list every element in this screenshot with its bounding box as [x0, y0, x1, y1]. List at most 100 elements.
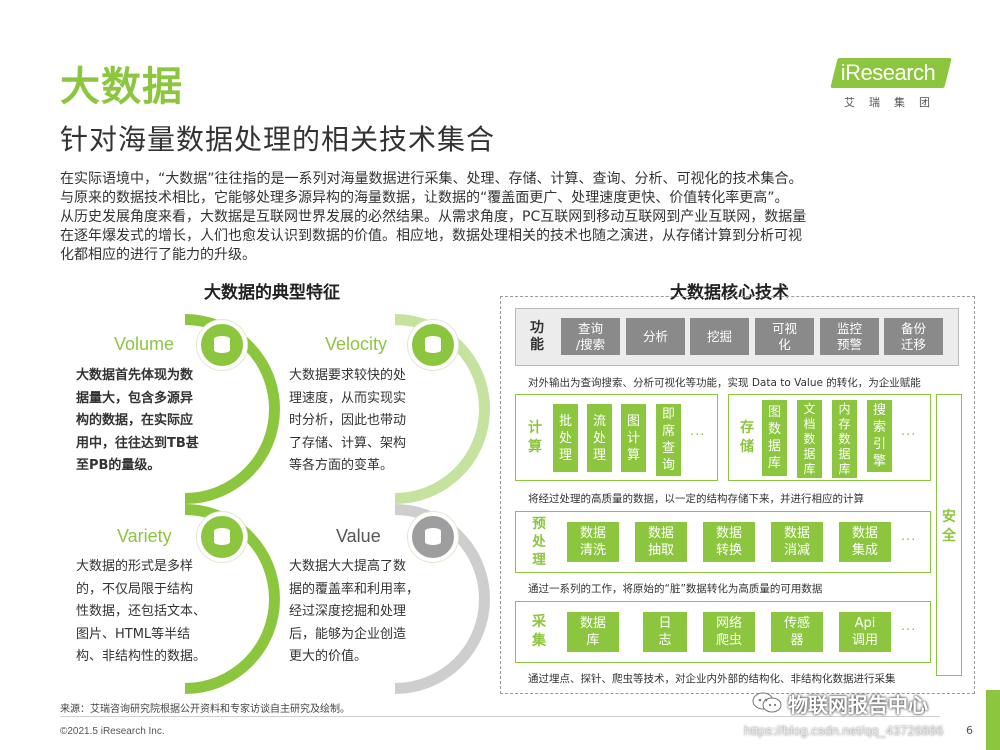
iresearch-logo: iResearch 艾瑞集团: [826, 58, 952, 114]
chat-bubble-icon: [752, 692, 782, 714]
safety-layer: [936, 394, 962, 676]
desc-line: 后，能够为企业创造: [289, 626, 407, 642]
label-char: 存: [740, 420, 754, 436]
intro-line: 与原来的数据技术相比，它能够处理多源异构的海量数据，让数据的“覆盖面更广、处理速…: [60, 190, 789, 206]
label-char: 算: [528, 439, 542, 455]
function-chip-analysis: 分析: [626, 318, 685, 355]
intro-line: 从历史发展角度来看，大数据是互联网世界发展的必然结果。从需求角度，PC互联网到移…: [60, 209, 807, 225]
collect-caption: 通过埋点、探针、爬虫等技术，对企业内外部的结构化、非结构化数据进行采集: [528, 673, 896, 685]
chip-char: 库: [767, 456, 781, 471]
chip-char: 询: [661, 458, 675, 473]
chip-line: 传感: [783, 616, 810, 631]
chip-char: 理: [558, 447, 572, 463]
storage-label: 存 储: [738, 419, 756, 457]
preprocess-caption: 通过一系列的工作，将原始的“脏”数据转化为高质量的可用数据: [528, 583, 823, 595]
collect-chip-api: Api 调用: [839, 612, 891, 652]
chip-char: 处: [592, 430, 606, 446]
preprocess-chip-integrate: 数据集成: [839, 522, 891, 562]
safety-label: 安 全: [936, 508, 962, 546]
storage-chip-search: 搜索引擎: [867, 400, 892, 472]
storage-chip-memdb: 内存数据库: [832, 400, 857, 478]
chip-char: 索: [872, 420, 886, 435]
feature-desc-velocity: 大数据要求较快的处 理速度，从而实现实 时分析，因此也带动 了存储、计算、架构 …: [289, 365, 406, 478]
chip-char: 批: [558, 413, 572, 429]
compute-more: ···: [690, 428, 706, 443]
collect-chip-sensor: 传感器: [771, 612, 823, 652]
database-icon: [408, 512, 458, 562]
chip-line: 日: [658, 616, 672, 631]
feature-desc-variety: 大数据的形式是多样 的，不仅局限于结构 性数据，还包括文本、 图片、HTML等半…: [76, 556, 206, 669]
database-icon: [408, 320, 458, 370]
source-note: 来源：艾瑞咨询研究院根据公开资料和专家访谈自主研究及绘制。: [60, 704, 350, 715]
chip-line: 查询: [577, 320, 603, 336]
chip-line: 数据: [647, 526, 674, 541]
tech-title: 大数据核心技术: [670, 283, 789, 303]
chip-line: 调用: [851, 633, 878, 648]
preprocess-label: 预 处 理: [530, 515, 548, 569]
chip-char: 处: [558, 430, 572, 446]
label-char: 安: [942, 509, 956, 525]
tech-panel: [500, 296, 975, 694]
desc-line: 大数据大大提高了数: [289, 559, 407, 574]
chip-line: 志: [658, 633, 672, 648]
chip-line: 数据: [783, 526, 810, 541]
chip-line: 清洗: [579, 543, 606, 558]
compute-chip-batch: 批处理: [553, 404, 578, 472]
intro-paragraph: 在实际语境中，“大数据”往往指的是一系列对海量数据进行采集、处理、存储、计算、查…: [60, 170, 960, 265]
chip-line: 网络: [715, 616, 742, 631]
chip-char: 数: [803, 431, 816, 446]
preprocess-chip-clean: 数据清洗: [567, 522, 619, 562]
chip-line: 预警: [836, 336, 862, 352]
chip-char: 库: [838, 461, 851, 476]
chip-line: Api: [854, 616, 876, 631]
storage-chip-docdb: 文档数据库: [797, 400, 822, 478]
chip-line: 数据: [579, 526, 606, 541]
watermark-text: 物联网报告中心: [788, 692, 928, 717]
compute-chip-graph: 图计算: [621, 404, 646, 472]
page-number: 6: [966, 724, 973, 737]
storage-more: ···: [901, 428, 917, 443]
chip-line: 挖掘: [706, 328, 732, 344]
chip-char: 流: [592, 413, 606, 429]
feature-desc-value: 大数据大大提高了数 据的覆盖率和利用率， 经过深度挖掘和处理 后，能够为企业创造…: [289, 556, 419, 669]
chip-char: 数: [767, 422, 781, 437]
chip-char: 据: [767, 439, 781, 454]
collect-chip-crawler: 网络爬虫: [703, 612, 755, 652]
chip-line: 迁移: [900, 336, 926, 352]
desc-line: 构、非结构性的数据。: [76, 649, 207, 664]
chip-char: 数: [838, 431, 851, 446]
collect-label: 采 集: [530, 613, 548, 651]
collect-chip-database: 数据库: [567, 612, 619, 652]
desc-line: 经过深度挖掘和处理: [289, 604, 407, 619]
preprocess-chip-extract: 数据抽取: [635, 522, 687, 562]
feature-name-velocity: Velocity: [325, 334, 388, 354]
chip-char: 席: [661, 424, 675, 439]
preprocess-more: ···: [901, 533, 917, 548]
chip-char: 图: [626, 413, 640, 429]
corner-accent: [986, 690, 1000, 750]
label-char: 采: [532, 614, 546, 630]
chip-line: /搜索: [575, 336, 606, 352]
chip-line: 库: [586, 633, 600, 648]
chip-char: 即: [661, 407, 675, 422]
storage-chip-graphdb: 图数据库: [762, 400, 787, 476]
desc-line: 更大的价值。: [289, 649, 368, 664]
feature-name-variety: Variety: [117, 526, 172, 546]
chip-char: 计: [626, 430, 640, 446]
function-label: 功 能: [528, 320, 546, 354]
watermark-url: https://blog.csdn.net/qq_43726886: [744, 723, 944, 738]
desc-line: 用中，往往达到TB甚: [76, 435, 199, 451]
chip-char: 档: [803, 416, 816, 431]
intro-line: 在实际语境中，“大数据”往往指的是一系列对海量数据进行采集、处理、存储、计算、查…: [60, 171, 803, 187]
label-char: 理: [532, 552, 546, 568]
chip-char: 擎: [872, 454, 886, 469]
features-title: 大数据的典型特征: [204, 283, 340, 303]
desc-line: 理速度，从而实现实: [289, 390, 407, 406]
desc-line: 至PB的量级。: [76, 458, 161, 473]
chip-line: 抽取: [647, 543, 674, 558]
chip-line: 集成: [851, 543, 878, 558]
function-chip-backup: 备份迁移: [884, 318, 943, 355]
chip-char: 搜: [872, 403, 886, 418]
chip-line: 监控: [836, 320, 862, 336]
collect-chip-log: 日志: [643, 612, 687, 652]
